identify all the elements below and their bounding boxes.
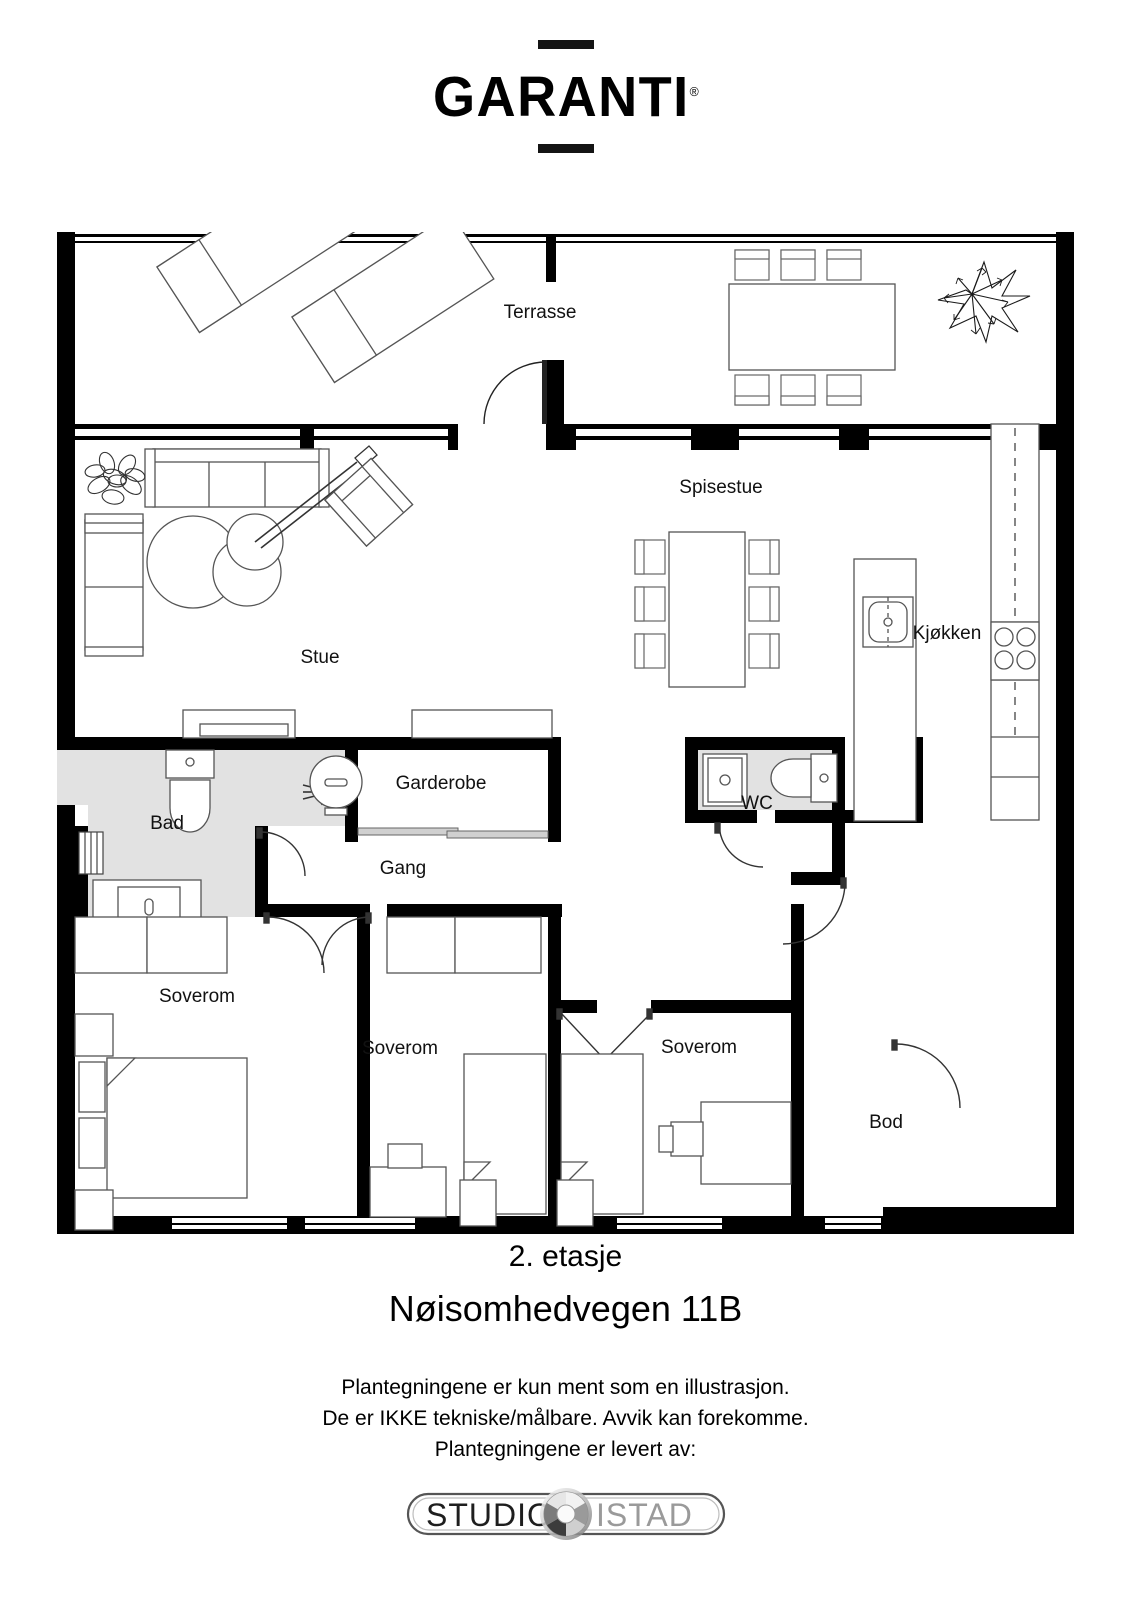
floor-caption: 2. etasje [508, 1240, 623, 1273]
disclaimer-line-3: Plantegningene er levert av: [434, 1438, 697, 1461]
room-label-garderobe: Garderobe [396, 773, 487, 794]
living-room-furniture [84, 445, 414, 657]
room-label-soverom-3: Soverom [661, 1037, 737, 1058]
wc-room [698, 750, 838, 868]
camera-aperture-icon [539, 1488, 592, 1540]
logo-bar-bottom [537, 144, 594, 153]
logo-bar-top [537, 40, 594, 49]
room-label-spisestue: Spisestue [679, 477, 762, 498]
kitchen-fixtures [853, 423, 1040, 822]
wardrobe-room [309, 709, 553, 839]
brand-name-text: GARANTI [432, 65, 690, 129]
living-room-plant-icon [84, 451, 146, 505]
room-label-wc: WC [741, 793, 773, 814]
room-label-terrasse: Terrasse [504, 302, 577, 323]
terrace-plant-icon [937, 260, 1031, 344]
room-label-stue: Stue [300, 647, 339, 668]
address-caption: Nøisomhedvegen 11B [388, 1288, 743, 1329]
terrace-furniture [156, 232, 896, 406]
registered-trademark-icon: ® [689, 84, 699, 99]
room-label-bad: Bad [150, 813, 184, 834]
room-label-soverom-1: Soverom [159, 986, 235, 1007]
room-labels: Terrasse Stue Spisestue Kjøkken Bad Gard… [150, 302, 981, 1133]
bedroom-1-furniture [74, 916, 248, 1231]
disclaimer-line-2: De er IKKE tekniske/målbare. Avvik kan f… [322, 1407, 809, 1430]
disclaimer: Plantegningene er kun ment som en illust… [0, 1372, 1131, 1465]
disclaimer-line-1: Plantegningene er kun ment som en illust… [341, 1376, 790, 1399]
provider-logo: STUDIO ISTAD [0, 1488, 1131, 1559]
provider-name-dark: STUDIO [426, 1497, 553, 1533]
floor-plan-drawing: Terrasse Stue Spisestue Kjøkken Bad Gard… [57, 232, 1074, 1234]
bedroom-2-furniture [369, 916, 547, 1227]
room-label-kjokken: Kjøkken [913, 623, 982, 644]
bedroom-3-furniture [556, 1053, 792, 1227]
provider-name-light: ISTAD [596, 1497, 693, 1533]
dining-furniture [634, 531, 780, 688]
room-label-gang: Gang [380, 858, 426, 879]
brand-logo: GARANTI® [0, 40, 1131, 153]
terrace-door [483, 360, 547, 425]
brand-name: GARANTI® [433, 69, 699, 126]
room-label-bod: Bod [869, 1112, 903, 1133]
bottom-wall-windows [172, 1218, 881, 1229]
room-label-soverom-2: Soverom [362, 1038, 438, 1059]
